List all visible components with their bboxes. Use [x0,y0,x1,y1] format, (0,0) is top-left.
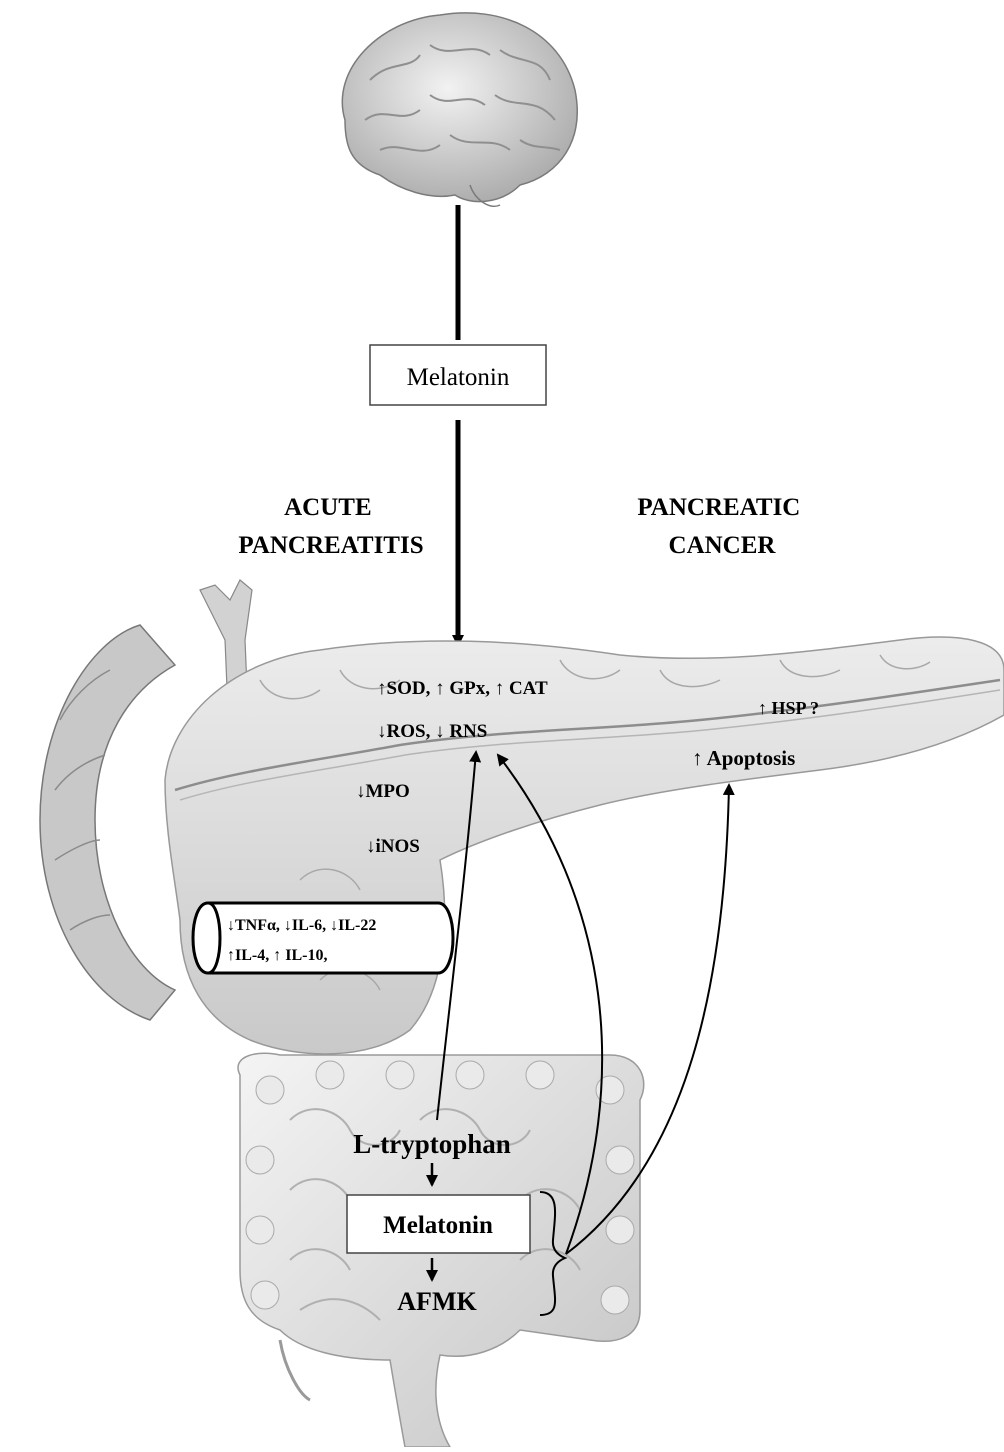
brain-illustration [342,13,577,206]
melatonin-top-label: Melatonin [407,364,510,391]
cytokine-line-1: ↓TNFα, ↓IL-6, ↓IL-22 [227,917,376,934]
heading-pancreatic-cancer: PANCREATIC CANCER [637,494,806,559]
melatonin-box-top: Melatonin [370,345,546,405]
label-reactive-species: ↓ROS, ↓ RNS [377,721,487,742]
label-mpo: ↓MPO [356,781,410,802]
label-apoptosis: ↑ Apoptosis [692,746,795,770]
cytokine-line-2: ↑IL-4, ↑ IL-10, [227,947,327,964]
cytokine-capsule: ↓TNFα, ↓IL-6, ↓IL-22 ↑IL-4, ↑ IL-10, [193,903,453,973]
label-hsp: ↑ HSP ? [758,698,819,718]
melatonin-box-gut: Melatonin [347,1195,530,1253]
label-antioxidant-enzymes: ↑SOD, ↑ GPx, ↑ CAT [377,678,548,699]
label-inos: ↓iNOS [366,836,420,857]
label-afmk: AFMK [397,1287,477,1316]
pancreas-illustration [165,637,1004,1054]
melatonin-gut-label: Melatonin [383,1212,493,1239]
heading-acute-pancreatitis: ACUTE PANCREATITIS [238,494,423,559]
label-l-tryptophan: L-tryptophan [353,1129,511,1159]
